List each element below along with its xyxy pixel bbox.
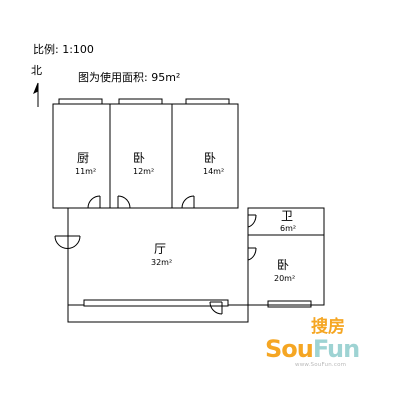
room-bedroom2-name: 卧	[204, 151, 217, 165]
watermark-brand: SouFun	[265, 335, 360, 363]
room-bathroom-name: 卫	[281, 209, 294, 223]
room-hall-area: 32m²	[151, 258, 173, 267]
right-rooms-walls	[247, 207, 325, 308]
room-bedroom3-area: 20m²	[274, 274, 296, 283]
room-hall-name: 厅	[154, 242, 167, 256]
room-bathroom-area: 6m²	[280, 224, 297, 233]
top-windows	[58, 98, 230, 105]
north-arrow-icon	[33, 82, 39, 107]
room-kitchen-area: 11m²	[75, 167, 97, 176]
watermark-brand-a: Sou	[265, 335, 314, 363]
watermark-cn: 搜房	[311, 317, 345, 337]
scale-label: 比例: 1:100	[33, 43, 94, 56]
area-label: 图为使用面积: 95m²	[78, 71, 181, 84]
door-icons	[54, 195, 257, 315]
room-bedroom2-area: 14m²	[203, 167, 225, 176]
room-kitchen-name: 厨	[77, 151, 90, 165]
room-bedroom3-name: 卧	[277, 258, 290, 272]
watermark-brand-b: Fun	[312, 335, 360, 363]
north-label: 北	[31, 64, 42, 77]
watermark-url: www.SouFun.com	[295, 362, 347, 368]
room-bedroom1-name: 卧	[133, 151, 146, 165]
room-bedroom1-area: 12m²	[133, 167, 155, 176]
